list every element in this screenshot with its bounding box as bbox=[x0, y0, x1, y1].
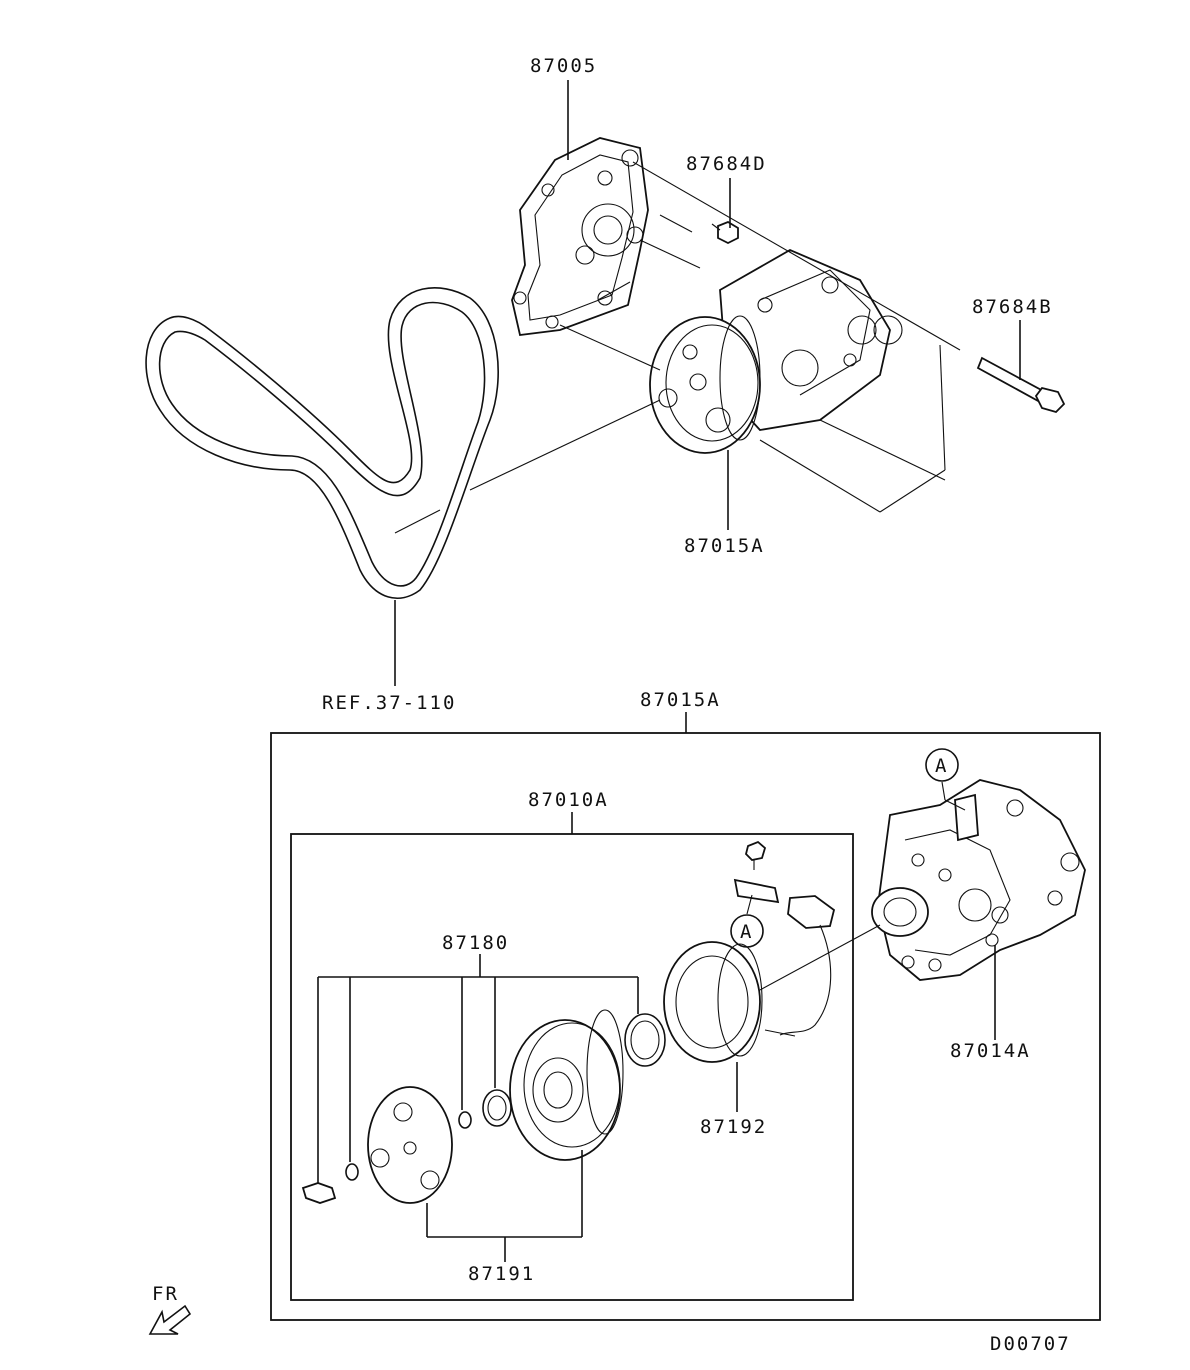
svg-text:A: A bbox=[935, 755, 947, 777]
clip-screw bbox=[733, 840, 780, 904]
diagram-code: D00707 bbox=[990, 1333, 1071, 1355]
center-bolt bbox=[301, 1182, 337, 1204]
leaders-shim-set bbox=[317, 954, 639, 1183]
label-field-coil: 87192 bbox=[700, 1116, 767, 1138]
label-compressor-body: 87014A bbox=[950, 1040, 1031, 1062]
field-coil bbox=[663, 941, 763, 1063]
leaders-pulley-plate bbox=[426, 1150, 583, 1262]
pulley bbox=[509, 1009, 624, 1161]
label-belt-ref: REF.37-110 bbox=[322, 692, 456, 714]
label-assembly: 87015A bbox=[640, 689, 721, 711]
ref-a-inner[interactable]: A bbox=[730, 914, 764, 948]
front-marker-label: FR bbox=[152, 1283, 179, 1305]
snap-ring bbox=[624, 1013, 666, 1067]
ref-a-top[interactable]: A bbox=[925, 748, 959, 782]
label-pulley-plate: 87191 bbox=[468, 1263, 535, 1285]
label-clutch-set: 87010A bbox=[528, 789, 609, 811]
leaders-upper bbox=[394, 80, 1021, 686]
compressor-upper bbox=[649, 248, 903, 454]
front-arrow-icon bbox=[148, 1304, 192, 1335]
wire-connector bbox=[764, 895, 836, 1037]
projection-lines-upper bbox=[394, 161, 961, 534]
drive-belt bbox=[145, 287, 499, 599]
armature-plate bbox=[367, 1086, 453, 1204]
assembly-frame bbox=[270, 732, 1101, 1321]
clutch-set-frame bbox=[290, 833, 854, 1301]
label-compressor-top: 87015A bbox=[684, 535, 765, 557]
label-bolt-upper: 87684D bbox=[686, 153, 767, 175]
compressor-body bbox=[871, 779, 1086, 981]
svg-text:A: A bbox=[740, 921, 752, 943]
label-bolt-long: 87684B bbox=[972, 296, 1053, 318]
bolt-upper bbox=[711, 220, 739, 245]
shim-rings bbox=[345, 1089, 512, 1181]
compressor-bracket bbox=[511, 137, 649, 336]
bolt-long bbox=[976, 356, 1066, 414]
label-bracket: 87005 bbox=[530, 55, 597, 77]
label-shim-set: 87180 bbox=[442, 932, 509, 954]
